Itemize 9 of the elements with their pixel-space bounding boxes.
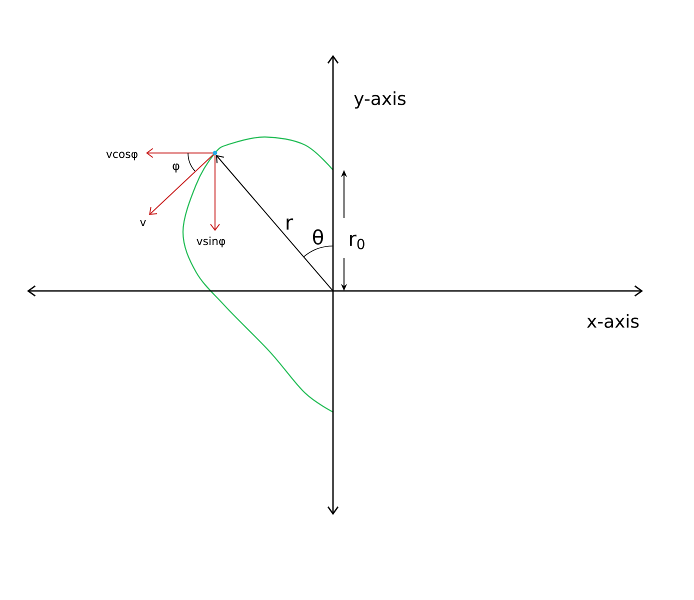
vector-label: φ — [172, 163, 180, 173]
vector-label: r — [286, 218, 294, 230]
vector-label: vcosφ — [106, 152, 138, 160]
vector-label: r$_{0}$ — [350, 234, 364, 250]
axis-label: x-axis — [587, 314, 639, 328]
vector-label: v — [140, 220, 146, 226]
vector-label: vsinφ — [196, 236, 226, 248]
axis-label: y-axis — [354, 91, 406, 109]
vector-label: θ — [313, 229, 323, 245]
